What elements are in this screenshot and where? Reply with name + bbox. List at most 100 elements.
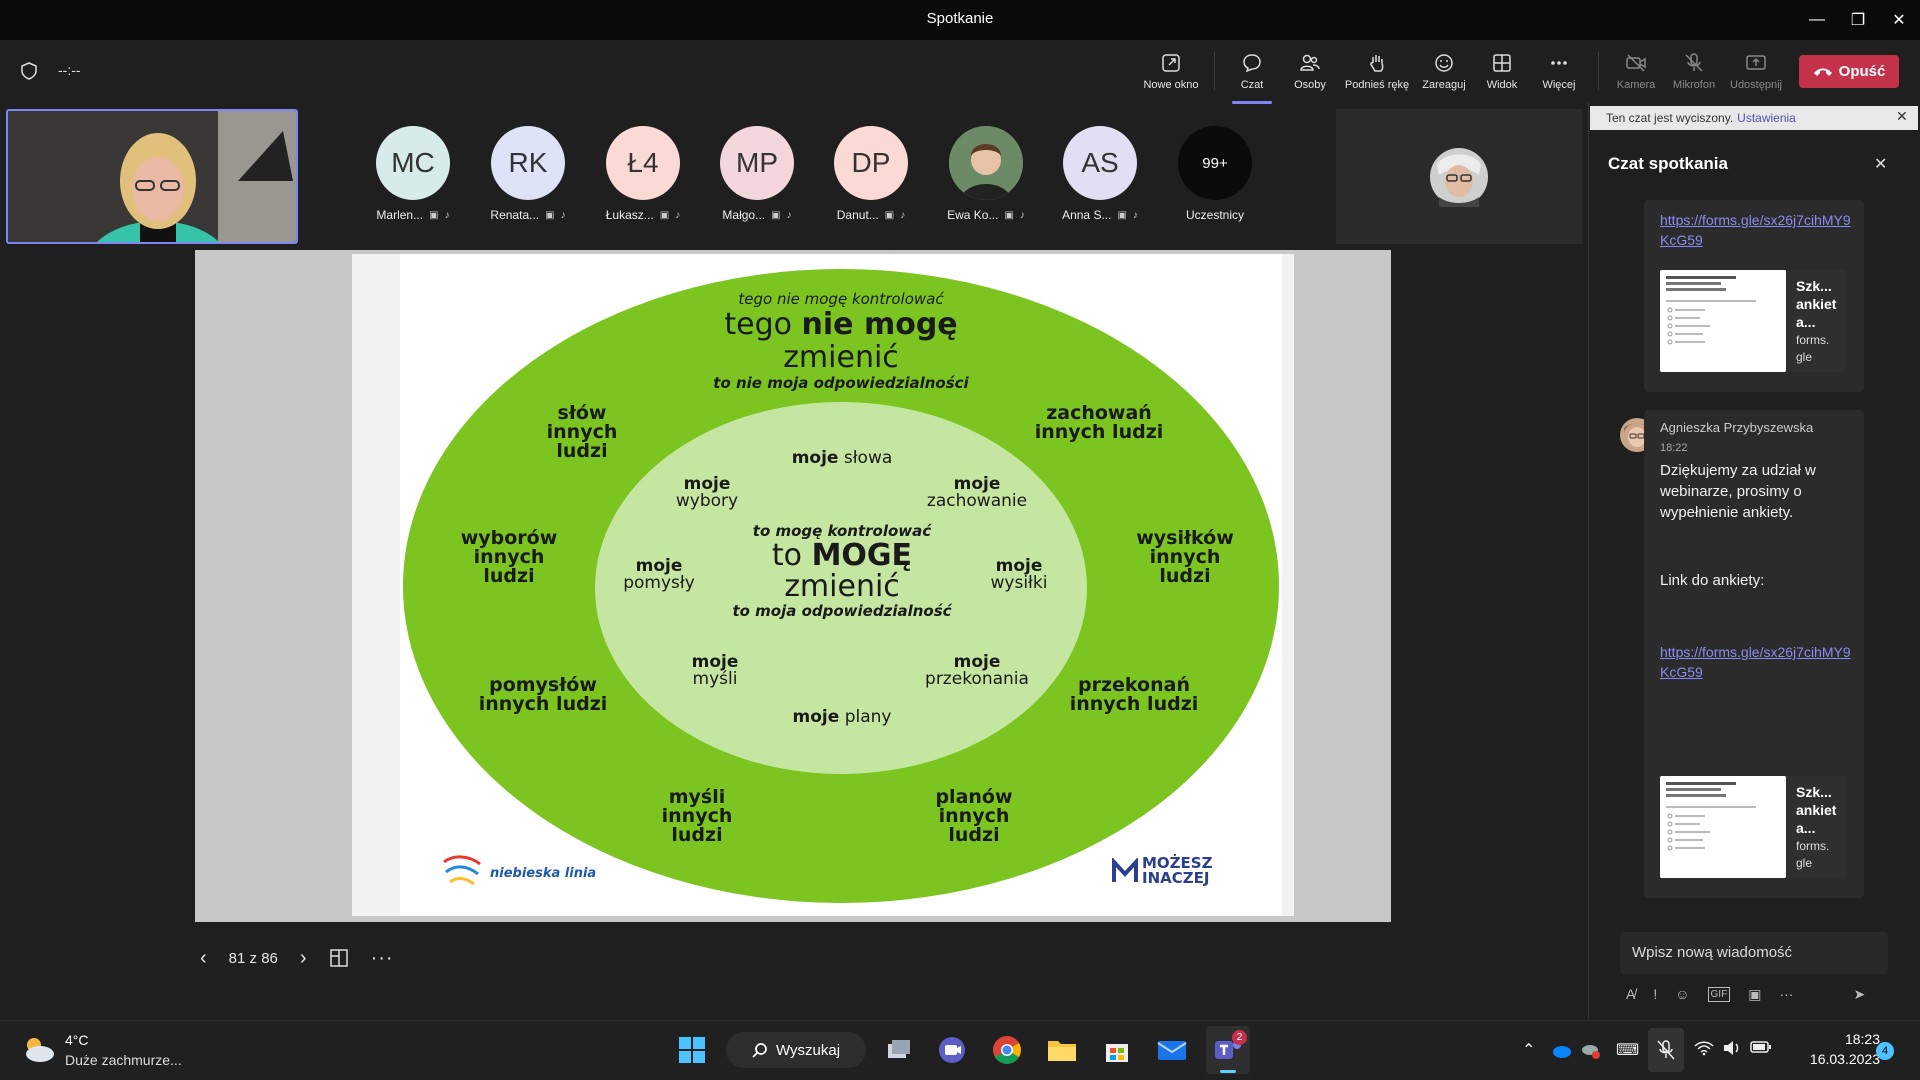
outer-item: słów innych ludzi bbox=[546, 402, 618, 462]
more-button[interactable]: Więcej bbox=[1536, 52, 1582, 102]
send-icon[interactable]: ➤ bbox=[1853, 985, 1866, 1002]
inner-item-a: moje bbox=[792, 707, 840, 727]
sticker-icon[interactable]: ▣ bbox=[1748, 985, 1762, 1002]
presenter-video[interactable] bbox=[6, 109, 298, 244]
participant-avatar[interactable]: MP bbox=[720, 126, 794, 200]
weather-cloud-icon[interactable] bbox=[20, 1034, 56, 1069]
outer-heading-a: tego bbox=[724, 307, 802, 342]
mail-icon[interactable] bbox=[1156, 1034, 1188, 1066]
mic-off-icon bbox=[1657, 1040, 1675, 1060]
new-window-button[interactable]: Nowe okno bbox=[1140, 52, 1202, 102]
participant-name: Danut...▣♪ bbox=[816, 208, 926, 222]
share-button[interactable]: Udostępnij bbox=[1726, 52, 1786, 102]
teams-notification-badge: 2 bbox=[1232, 1030, 1247, 1045]
participant-avatar[interactable]: Ł4 bbox=[606, 126, 680, 200]
microphone-button[interactable]: Mikrofon bbox=[1668, 52, 1720, 102]
wifi-icon[interactable] bbox=[1694, 1040, 1714, 1061]
react-button[interactable]: Zareaguj bbox=[1418, 52, 1470, 102]
participant-avatar[interactable]: DP bbox=[834, 126, 908, 200]
windows-start-icon[interactable] bbox=[676, 1034, 708, 1066]
close-chat-icon[interactable]: ✕ bbox=[1874, 156, 1888, 173]
search-icon bbox=[752, 1043, 767, 1058]
inner-heading-small: to mogę kontrolować bbox=[752, 522, 932, 540]
weather-description[interactable]: Duże zachmurze... bbox=[65, 1052, 182, 1068]
minimize-button[interactable]: — bbox=[1809, 11, 1825, 28]
shield-icon bbox=[20, 62, 38, 85]
participant-avatar[interactable]: MC bbox=[376, 126, 450, 200]
participant-photo-avatar[interactable] bbox=[949, 126, 1023, 200]
speaker-icon[interactable] bbox=[1722, 1040, 1742, 1061]
more-dots-icon[interactable]: ··· bbox=[370, 946, 394, 969]
outer-heading-b: nie mogę bbox=[801, 307, 958, 342]
participant-tile[interactable] bbox=[1336, 109, 1582, 244]
priority-icon[interactable]: ! bbox=[1653, 986, 1658, 1002]
message-compose-input[interactable]: Wpisz nową wiadomość bbox=[1620, 932, 1888, 974]
thumbnails-icon[interactable] bbox=[329, 948, 349, 968]
leave-button[interactable]: Opuść bbox=[1799, 55, 1899, 88]
teams-chat-icon[interactable] bbox=[936, 1034, 968, 1066]
close-button[interactable]: ✕ bbox=[1892, 12, 1906, 29]
format-icon[interactable]: A̸ bbox=[1626, 986, 1636, 1002]
people-button[interactable]: Osoby bbox=[1286, 52, 1334, 102]
gif-icon[interactable]: GIF bbox=[1707, 986, 1731, 1002]
onedrive-error-icon[interactable] bbox=[1580, 1042, 1602, 1065]
battery-icon[interactable] bbox=[1750, 1040, 1772, 1059]
meeting-timer: --:-- bbox=[58, 62, 81, 78]
onedrive-icon[interactable] bbox=[1550, 1044, 1572, 1063]
chat-button[interactable]: Czat bbox=[1228, 52, 1276, 104]
taskbar-clock[interactable]: 18:23 bbox=[1844, 1031, 1880, 1047]
view-button[interactable]: Widok bbox=[1480, 52, 1524, 102]
participant-avatar[interactable]: RK bbox=[491, 126, 565, 200]
link-preview-card[interactable]: Szk... ankiet a...forms. gle bbox=[1660, 270, 1846, 372]
chevron-left-icon[interactable]: ‹ bbox=[200, 946, 207, 969]
participant-avatar[interactable]: AS bbox=[1063, 126, 1137, 200]
chevron-up-icon[interactable]: ⌃ bbox=[1522, 1042, 1536, 1059]
microsoft-store-icon[interactable] bbox=[1101, 1034, 1133, 1066]
participant-name: Renata...▣♪ bbox=[473, 208, 583, 222]
inner-item-b: pomysły bbox=[623, 573, 695, 593]
mic-off-icon: ♪ bbox=[444, 209, 450, 221]
task-view-icon[interactable] bbox=[882, 1034, 914, 1066]
inner-heading-a: to bbox=[771, 538, 812, 573]
settings-link[interactable]: Ustawienia bbox=[1737, 111, 1796, 125]
teams-taskbar-button[interactable]: 2 bbox=[1206, 1026, 1250, 1074]
chrome-icon[interactable] bbox=[991, 1034, 1023, 1066]
notification-count-badge[interactable]: 4 bbox=[1876, 1042, 1894, 1060]
emoji-icon[interactable]: ☺ bbox=[1675, 986, 1690, 1002]
inner-item-b: słowa bbox=[843, 448, 893, 468]
chat-link[interactable]: https://forms.gle/sx26j7cihMY9KcG59 bbox=[1660, 212, 1851, 248]
avatar-initials: Ł4 bbox=[627, 147, 659, 178]
camera-button[interactable]: Kamera bbox=[1612, 52, 1660, 102]
more-dots-icon[interactable]: ··· bbox=[1779, 986, 1794, 1002]
taskbar-date[interactable]: 16.03.2023 bbox=[1809, 1051, 1880, 1067]
inner-item-b: plany bbox=[844, 707, 892, 727]
outer-circle-heading: tego nie mogę kontrolować tego nie mogę … bbox=[400, 290, 1282, 392]
more-dots-icon bbox=[1551, 61, 1567, 65]
chat-icon bbox=[1243, 54, 1261, 73]
keyboard-icon[interactable]: ⌨ bbox=[1616, 1042, 1640, 1059]
avatar-initials: MP bbox=[736, 147, 778, 178]
weather-temperature[interactable]: 4°C bbox=[65, 1032, 89, 1048]
taskbar-search[interactable]: Wyszukaj bbox=[726, 1032, 866, 1068]
avatar-initials: RK bbox=[508, 147, 548, 178]
restore-button[interactable]: ❐ bbox=[1850, 12, 1866, 29]
mic-muted-tray-button[interactable] bbox=[1648, 1028, 1684, 1072]
preview-domain: forms. gle bbox=[1796, 839, 1830, 870]
raise-hand-button[interactable]: Podnieś rękę bbox=[1342, 52, 1412, 102]
close-icon[interactable]: ✕ bbox=[1896, 108, 1908, 124]
participant-name: Małgo...▣♪ bbox=[702, 208, 812, 222]
chat-link[interactable]: https://forms.gle/sx26j7cihMY9KcG59 bbox=[1660, 644, 1851, 680]
share-screen-icon bbox=[1746, 55, 1766, 70]
link-preview-card[interactable]: Szk... ankiet a...forms. gle bbox=[1660, 776, 1846, 878]
camera-off-icon: ▣ bbox=[545, 209, 555, 221]
participant-name-text: Małgo... bbox=[722, 208, 766, 222]
more-participants-button[interactable]: 99+ bbox=[1178, 126, 1252, 200]
inner-item-b: myśli bbox=[692, 669, 738, 689]
inner-item-a: moje bbox=[691, 652, 739, 672]
camera-off-icon: ▣ bbox=[659, 209, 670, 221]
chevron-right-icon[interactable]: › bbox=[299, 946, 307, 969]
file-explorer-icon[interactable] bbox=[1046, 1034, 1078, 1066]
